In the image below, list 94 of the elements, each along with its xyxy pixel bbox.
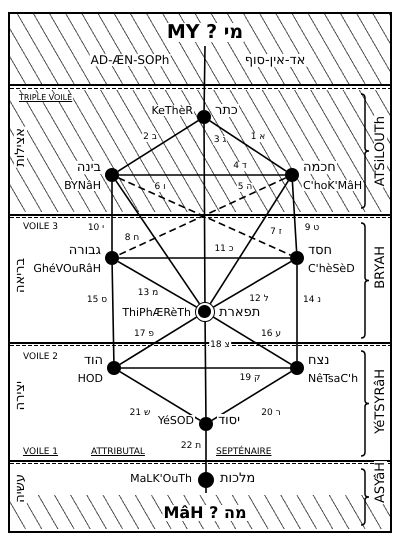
sephira-name: תפארת [218,306,262,318]
sephira-dot [197,110,211,124]
heading-text: MY ? מי [166,22,244,42]
edge-label: 14 נ [302,296,322,304]
path-line [205,431,207,472]
path-line [121,367,290,369]
edge-label: 8 ח [124,234,140,242]
world-name: עשיה [14,473,27,504]
edge-label: 22 ת [180,442,202,450]
path-line [296,265,298,361]
world-name: בריאה [14,256,27,294]
sephira-name: בינה [76,160,102,174]
sephira-name: KeThèR [150,104,194,116]
sephira-name: הוד [82,354,104,366]
sephira-dot [198,472,214,488]
edge-label: 16 ע [260,330,282,338]
edge-label: 17 פ [133,330,155,338]
sephira-dot [285,168,299,182]
sephira-name: ThiPhÆRèTh [121,306,192,318]
path-line [111,182,113,251]
edge-label: 2 ב [142,132,158,142]
edge-label: 3 ג [212,136,228,144]
edge-label: 21 ש [128,408,152,418]
sephira-name: גבורה [68,244,102,256]
sephira-name: BYNâH [63,180,102,190]
sephira-name: HOD [76,372,104,384]
sephira-dot [105,251,119,265]
sephira-name: MaLK'OuTh [129,472,193,484]
sephira-name: NêTsaC'h [307,372,360,384]
world-band [10,219,390,342]
veil-label: VOILE 2 [22,352,60,362]
path-line [120,370,200,422]
label-text: אד-אין-סוף [244,54,306,66]
world-name: אצילות [14,127,27,168]
sephira-name: נצח [307,354,330,366]
sephira-name: C'hoK'MâH [302,180,364,190]
path-line [203,124,206,302]
path-line [115,180,200,304]
path-line [118,260,197,308]
path-line [212,370,292,422]
world-name: BRYAH [374,244,387,290]
path-line [120,316,197,366]
world-name: ATSiLOUTh [374,115,387,188]
edge-label: 19 ק [238,374,262,382]
edge-label: 13 מ [136,288,160,298]
edge-label: 20 ר [260,408,282,418]
path-line [210,180,289,304]
world-band [10,347,390,460]
edge-label: 9 ט [304,224,320,232]
sephira-name: GhéVOuRâH [32,262,102,274]
sephira-dot [107,361,121,375]
veil-label: VOILE 1 [22,448,60,456]
veil-label: VOILE 3 [22,222,60,232]
sephira-name: כתר [214,104,239,116]
world-name: ASYâH [374,461,387,504]
path-line [119,257,290,259]
path-line [213,260,292,308]
world-name: יצירה [14,380,27,411]
world-band [10,90,390,212]
edge-label: 11 כ [213,244,235,254]
veil-label: SEPTÉNAIRE [215,448,272,456]
sephira-dot [199,417,213,431]
sephira-name: יסוד [217,414,241,426]
edge-label: 4 ד [232,162,248,170]
path-line [118,120,198,172]
edge-label: 15 ס [86,296,108,304]
heading-text: MâH ? מה [162,505,248,521]
path-line [205,488,207,493]
path-line [204,322,207,417]
sephira-name: חכמה [302,160,337,174]
world-name: YéTSYRâH [374,368,387,434]
veil-label: TRIPLE VOILE [18,94,74,102]
sephira-dot [105,168,119,182]
sephira-dot [290,251,304,265]
path-line [292,182,298,252]
edge-label: 18 צ [209,340,231,350]
path-line [209,120,287,172]
ringed-dot [195,302,215,322]
sephira-name: מלכות [219,472,256,484]
path-line [111,264,115,362]
edge-label: 10 י [86,224,106,232]
sephira-name: C'hèSèD [307,262,356,274]
label-text: AD-ÆN-SOPh [90,54,170,66]
edge-label: 7 ז [269,228,283,236]
sephira-name: חסד [307,244,334,256]
edge-label: 1 א [250,132,266,142]
edge-label: 6 ו [153,182,167,192]
edge-label: 12 ל [248,294,270,304]
sephira-dot [290,361,304,375]
path-line [213,316,292,366]
path-line [119,174,285,176]
edge-label: 5 ה [236,182,254,192]
veil-label: ATTRIBUTAL [90,448,146,456]
sephira-name: YéSOD [156,414,195,426]
